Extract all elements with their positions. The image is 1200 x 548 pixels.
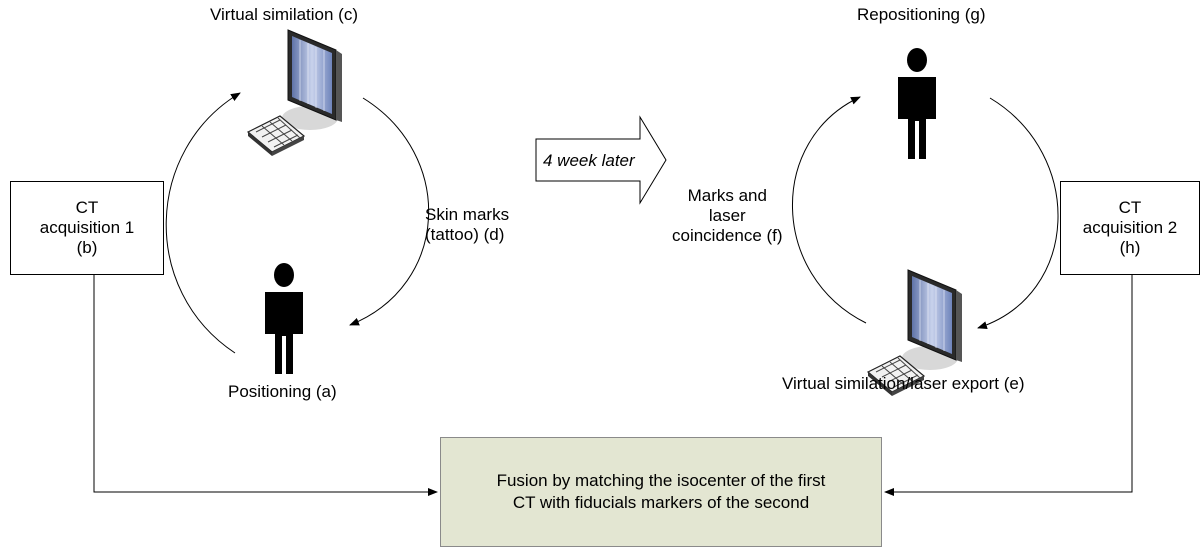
- connector-ct1-fusion: [93, 275, 438, 496]
- label-skin-marks-d: Skin marks (tattoo) (d): [425, 205, 509, 245]
- box-line: acquisition 2: [1082, 218, 1178, 237]
- connector-ct2-fusion: [884, 275, 1133, 496]
- ct-acquisition-1-box: CT acquisition 1 (b): [10, 181, 164, 275]
- label-line: coincidence (f): [672, 226, 783, 245]
- label-virtual-simulation-c: Virtual similation (c): [210, 5, 359, 24]
- label-four-week-later: 4 week later: [543, 151, 635, 170]
- box-line: (b): [76, 238, 98, 257]
- label-virtual-simulation-export-e: Virtual similation/laser export (e): [782, 374, 1025, 393]
- box-line: (h): [1119, 238, 1141, 257]
- label-line: Skin marks: [425, 205, 510, 224]
- cycle-arc-right-top: [349, 97, 430, 326]
- label-positioning-a: Positioning (a): [228, 382, 337, 401]
- person-silhouette-icon: [265, 263, 303, 374]
- cycle-arc-left-top: [165, 92, 241, 354]
- person-silhouette-icon: [898, 48, 936, 159]
- fusion-line: Fusion by matching the isocenter of the …: [496, 471, 826, 490]
- box-line: acquisition 1: [39, 218, 135, 237]
- label-line: laser: [708, 206, 746, 225]
- cycle-arc-right-bottom: [977, 97, 1059, 330]
- fusion-box: Fusion by matching the isocenter of the …: [440, 437, 882, 547]
- label-marks-laser-f: Marks and laser coincidence (f): [672, 186, 783, 246]
- time-block-arrow: [535, 115, 667, 205]
- cycle-arc-left-bottom: [792, 96, 867, 324]
- box-line: CT: [1118, 198, 1142, 217]
- ct-acquisition-2-box: CT acquisition 2 (h): [1060, 181, 1200, 275]
- computer-workstation-icon: [247, 29, 343, 157]
- label-repositioning-g: Repositioning (g): [857, 5, 986, 24]
- label-line: Marks and: [687, 186, 767, 205]
- box-line: CT: [75, 198, 99, 217]
- label-line: (tattoo) (d): [425, 225, 505, 244]
- fusion-line: CT with fiducials markers of the second: [512, 493, 810, 512]
